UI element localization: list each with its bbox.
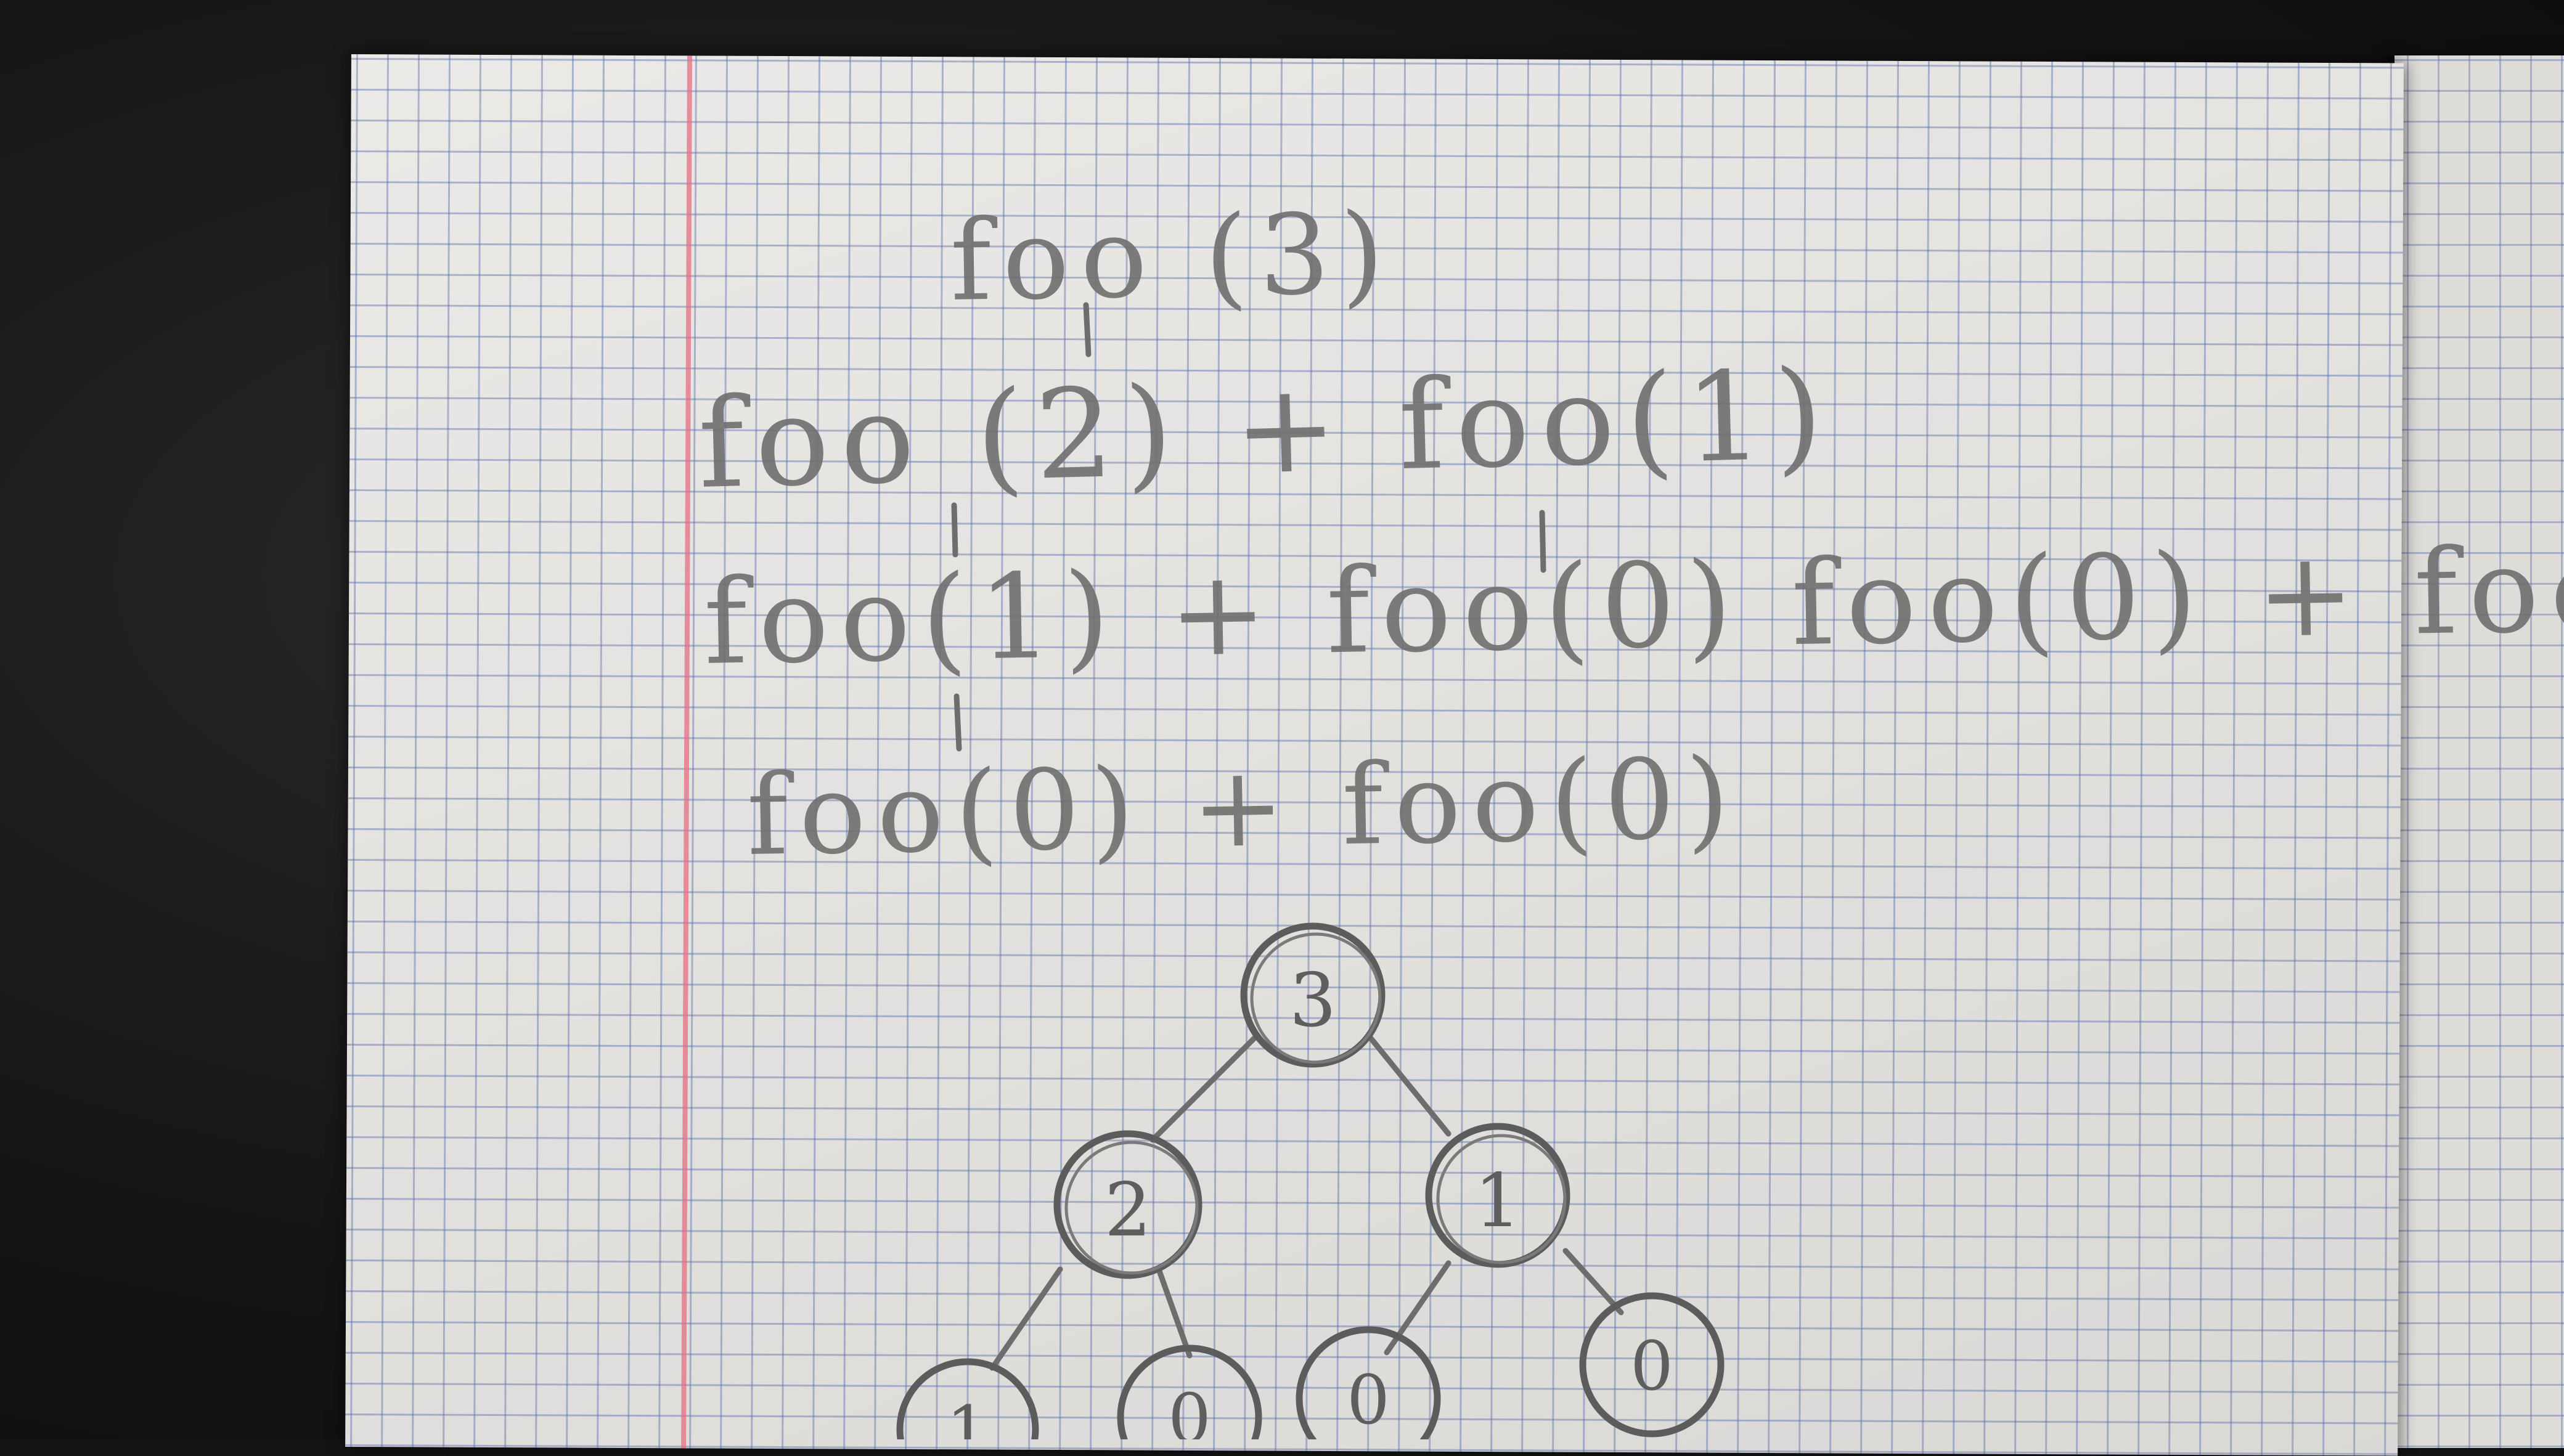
- tree-node-level2-1: 1: [896, 1358, 1039, 1439]
- tree-node-level1-left: 2: [1053, 1130, 1202, 1279]
- tree-node-level2-4: 0: [1579, 1292, 1725, 1438]
- svg-text:0: 0: [1630, 1327, 1673, 1405]
- tree-edge: [1149, 1032, 1260, 1143]
- notebook-right-page: [2395, 55, 2564, 1448]
- tree-node-level2-2: 0: [1117, 1344, 1262, 1439]
- tree-edge: [1365, 1032, 1451, 1137]
- connector-line: [1083, 302, 1092, 357]
- tree-node-level1-right: 1: [1425, 1123, 1570, 1268]
- connector-line: [953, 693, 962, 752]
- connector-line: [951, 502, 958, 558]
- svg-text:1: 1: [946, 1391, 989, 1439]
- connector-line: [1539, 510, 1546, 573]
- tree-edge: [1562, 1248, 1624, 1316]
- svg-text:0: 0: [1347, 1360, 1390, 1439]
- svg-text:0: 0: [1168, 1379, 1211, 1439]
- tree-node-level2-3: 0: [1296, 1326, 1441, 1439]
- tree-edge: [1156, 1266, 1193, 1359]
- tree-edge: [989, 1266, 1063, 1371]
- svg-text:1: 1: [1474, 1158, 1521, 1244]
- svg-text:3: 3: [1289, 958, 1336, 1044]
- tree-node-root: 3: [1240, 922, 1386, 1068]
- svg-text:2: 2: [1104, 1168, 1151, 1253]
